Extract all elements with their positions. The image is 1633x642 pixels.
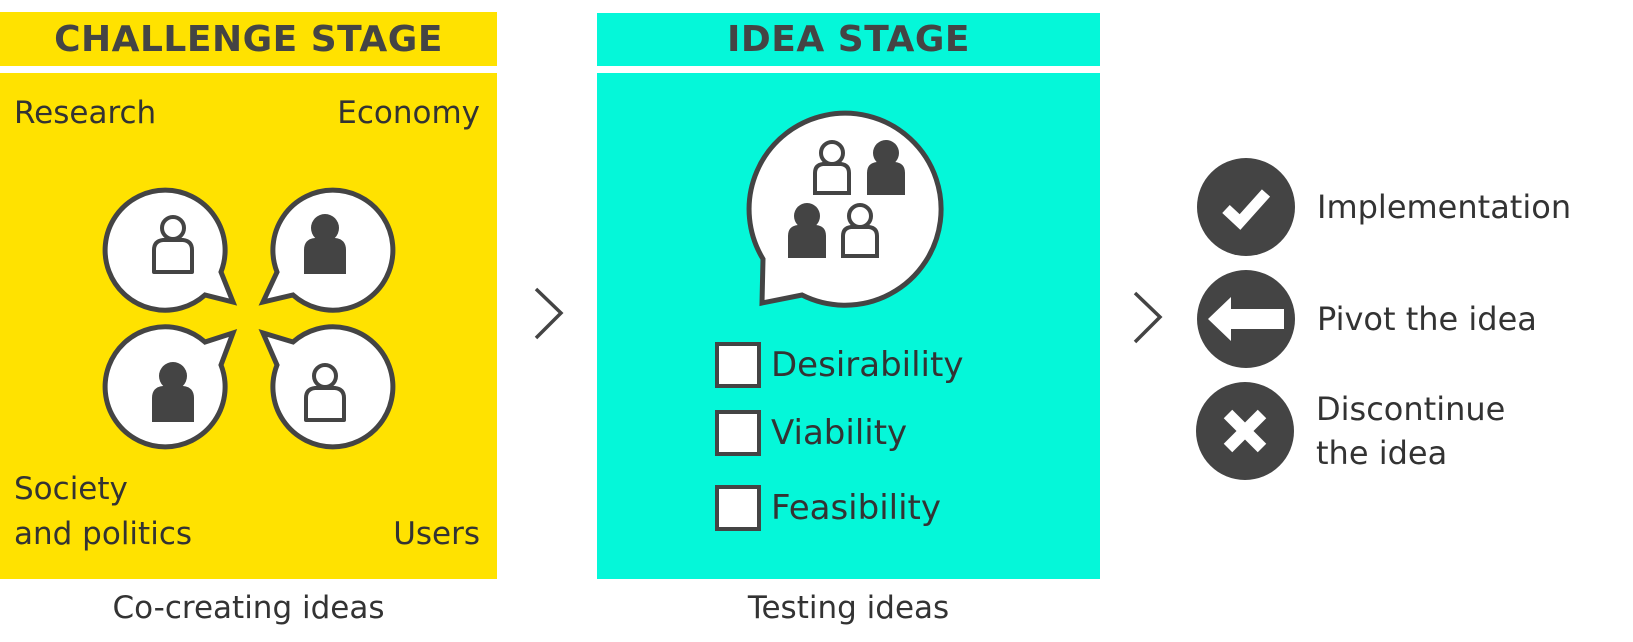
idea-stage-title: IDEA STAGE: [727, 19, 970, 60]
speech-bubble-top-right: [258, 187, 396, 313]
checklist-item-viability[interactable]: Viability: [715, 410, 907, 456]
checkmark-icon: [1197, 158, 1295, 256]
corner-label-research: Research: [14, 95, 157, 131]
stakeholder-bubbles: [102, 187, 396, 450]
corner-label-users: Users: [393, 516, 480, 552]
challenge-stage-header: CHALLENGE STAGE: [0, 12, 497, 66]
person-outline-icon: [813, 140, 851, 195]
speech-bubble-top-left: [102, 187, 238, 313]
outcome-discontinue: Discontinue the idea: [1196, 382, 1505, 480]
person-outline-icon: [841, 203, 879, 258]
challenge-stage-caption: Co-creating ideas: [112, 590, 385, 626]
chevron-right-icon: [1133, 291, 1163, 344]
outcome-pivot: Pivot the idea: [1197, 270, 1537, 368]
checkbox[interactable]: [715, 410, 761, 456]
chevron-right-icon: [534, 287, 564, 340]
outcome-label: Discontinue the idea: [1316, 390, 1506, 472]
corner-label-economy: Economy: [337, 95, 480, 131]
idea-stage-header: IDEA STAGE: [597, 13, 1100, 66]
corner-label-politics: and politics: [14, 516, 193, 552]
speech-bubble-bottom-left: [102, 324, 238, 450]
outcome-implementation: Implementation: [1197, 158, 1571, 256]
group-speech-bubble: [746, 110, 944, 308]
outcome-label: Implementation: [1317, 188, 1572, 226]
checklist-item-desirability[interactable]: Desirability: [715, 342, 963, 388]
idea-stage-caption: Testing ideas: [747, 590, 950, 626]
speech-bubble-bottom-right: [258, 324, 396, 450]
x-mark-icon: [1196, 382, 1294, 480]
corner-label-society: Society: [14, 471, 128, 507]
checklist-item-feasibility[interactable]: Feasibility: [715, 485, 941, 531]
checklist-label: Feasibility: [771, 488, 941, 528]
challenge-stage-panel: [0, 73, 497, 579]
arrow-left-icon: [1197, 270, 1295, 368]
outcome-label: Pivot the idea: [1317, 300, 1537, 338]
checkbox[interactable]: [715, 485, 761, 531]
checklist-label: Viability: [771, 413, 908, 453]
checkbox[interactable]: [715, 342, 761, 388]
checklist-label: Desirability: [771, 345, 964, 385]
challenge-stage-title: CHALLENGE STAGE: [54, 18, 443, 60]
